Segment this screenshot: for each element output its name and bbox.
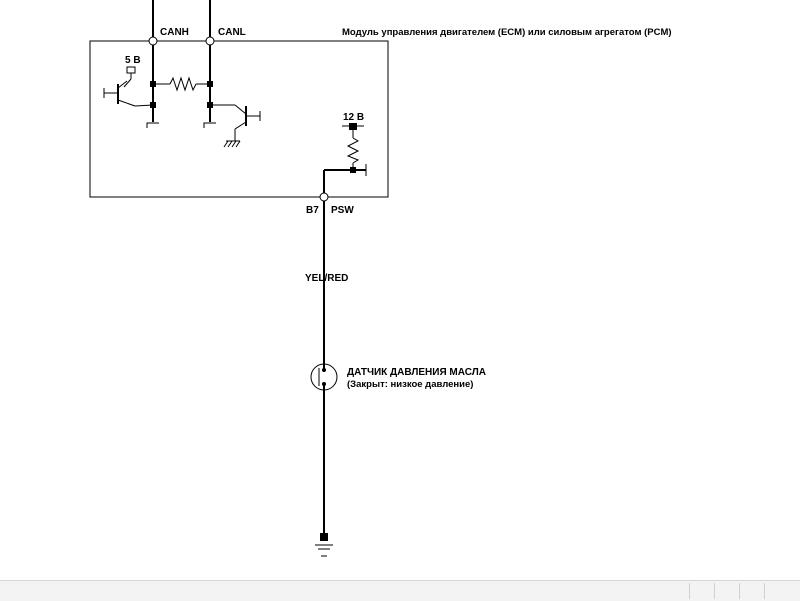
oil-pressure-switch-icon	[310, 363, 338, 391]
status-bar-divider	[714, 583, 715, 599]
wiring-diagram: Модуль управления двигателем (ECM) или с…	[89, 0, 672, 557]
termination-resistor	[169, 76, 197, 92]
canh-terminal	[148, 36, 158, 46]
supply-12v-label: 12 В	[343, 112, 364, 123]
psw-terminal	[319, 192, 329, 202]
pullup-12v-circuit: 12 В	[323, 112, 367, 193]
pin-name-label: PSW	[331, 205, 354, 216]
status-bar-divider	[764, 583, 765, 599]
pin-number-label: B7	[306, 205, 319, 216]
supply-5v-label: 5 В	[125, 55, 141, 66]
supply-5v-terminal	[126, 66, 136, 74]
canh-label: CANH	[160, 27, 189, 38]
ecm-module-box	[89, 40, 389, 198]
pullup-resistor	[346, 137, 360, 164]
status-bar	[0, 580, 800, 601]
status-bar-divider	[739, 583, 740, 599]
canl-terminal	[205, 36, 215, 46]
sensor-name-label: ДАТЧИК ДАВЛЕНИЯ МАСЛА	[347, 367, 486, 378]
chassis-ground-icon	[223, 140, 241, 148]
ground-icon	[315, 533, 333, 557]
canl-label: CANL	[218, 27, 246, 38]
can-transceiver-circuit: 5 В	[103, 45, 261, 148]
wire-color-label: YEL/RED	[305, 273, 348, 284]
sensor-note-label: (Закрыт: низкое давление)	[347, 379, 473, 390]
module-title: Модуль управления двигателем (ECM) или с…	[342, 27, 672, 38]
status-bar-divider	[689, 583, 690, 599]
